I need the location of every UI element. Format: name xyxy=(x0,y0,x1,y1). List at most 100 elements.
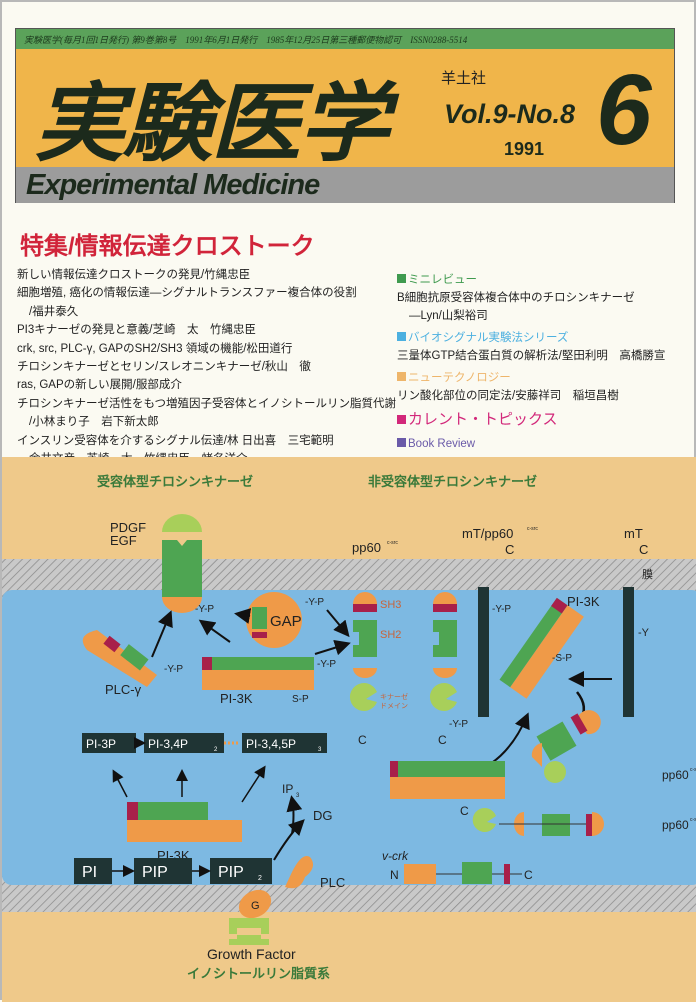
square-bullet-icon xyxy=(397,415,406,424)
label-plc-gamma: PLC-γ xyxy=(105,682,142,697)
label-c-src: c-src xyxy=(387,540,398,546)
section-book-review: Book Review xyxy=(397,435,696,453)
box-pi: PI xyxy=(74,858,112,884)
label-c: C xyxy=(524,868,533,882)
pi3k-diagonal xyxy=(499,597,584,699)
label-mt: mT xyxy=(624,526,643,541)
issue-month: 6 xyxy=(596,54,652,166)
label-c: C xyxy=(460,804,469,818)
square-bullet-icon xyxy=(397,332,406,341)
section-item: 三量体GTP結合蛋白質の解析法/堅田利明 高橋勝宣 xyxy=(397,350,666,362)
growth-factor-receptor xyxy=(229,918,269,945)
label-c-src: c-src xyxy=(527,526,538,532)
svg-text:PI: PI xyxy=(82,864,97,881)
label-yp: -Y-P xyxy=(317,659,336,670)
article: crk, src, PLC-γ, GAPのSH2/SH3 領域の機能/松田道行 xyxy=(17,342,293,355)
middle-t-antigen-2 xyxy=(623,587,634,717)
volume-number: Vol.9-No.8 xyxy=(444,99,576,129)
english-title-band: Experimental Medicine xyxy=(16,167,674,203)
svg-text:PIP: PIP xyxy=(142,864,168,881)
heading-receptor-tk: 受容体型チロシンキナーゼ xyxy=(97,474,253,489)
box-pip: PIP xyxy=(134,858,192,884)
pi3k-complex-right xyxy=(390,761,505,799)
box-pi-3p: PI-3P xyxy=(82,733,136,753)
section-label: バイオシグナル実験法シリーズ xyxy=(408,332,569,344)
receptor xyxy=(162,540,202,597)
magazine-title: 実験医学 xyxy=(34,76,389,172)
ligand xyxy=(162,514,202,532)
label-pp60: pp60 xyxy=(662,818,689,832)
label-domain: ドメイン xyxy=(380,703,408,710)
regular-sections: ミニレビュー B細胞抗原受容体複合体中のチロシンキナーゼ ―Lyn/山梨裕司 バ… xyxy=(397,267,696,453)
label-c-src: c-src xyxy=(690,767,696,773)
imprint-line: 実験医学(毎月1回1日発行) 第9巻第8号 1991年6月1日発行 1985年1… xyxy=(16,29,674,49)
section-item: リン酸化部位の同定法/安藤祥司 稲垣昌樹 xyxy=(397,390,619,402)
section-current-topics: カレント・トピックス xyxy=(397,411,696,429)
section-biosignal: バイオシグナル実験法シリーズ xyxy=(397,329,696,347)
publisher: 羊土社 xyxy=(441,70,487,87)
masthead: 実験医学(毎月1回1日発行) 第9巻第8号 1991年6月1日発行 1985年1… xyxy=(15,28,675,203)
label-yp: -Y-P xyxy=(449,719,468,730)
svg-text:2: 2 xyxy=(258,875,262,882)
article: ras, GAPの新しい展開/服部成介 xyxy=(17,379,182,392)
section-mini-review: ミニレビュー xyxy=(397,271,696,289)
label-pp60: pp60 xyxy=(662,768,689,782)
square-bullet-icon xyxy=(397,372,406,381)
label-inositol-phospholipid: イノシトールリン脂質系 xyxy=(187,966,330,981)
label-egf: EGF xyxy=(110,533,137,548)
svg-text:PI-3P: PI-3P xyxy=(86,737,116,751)
svg-text:PI-3,4,5P: PI-3,4,5P xyxy=(246,737,296,751)
heading-nonreceptor-tk: 非受容体型チロシンキナーゼ xyxy=(368,474,537,489)
label-v-crk: v-crk xyxy=(382,849,409,863)
label-kinase: キナーゼ xyxy=(380,692,408,701)
article: インスリン受容体を介するシグナル伝達/林 日出喜 三宅範明 xyxy=(17,434,334,447)
pp60-linear xyxy=(472,808,604,836)
pp60-inactive xyxy=(531,710,601,783)
title-band: 実験医学 羊土社 Vol.9-No.8 1991 6 xyxy=(16,49,674,172)
label-g: G xyxy=(251,900,260,912)
pp60-c-src-2 xyxy=(429,592,457,711)
v-crk xyxy=(404,862,522,884)
section-new-technology: ニューテクノロジー xyxy=(397,369,696,387)
pp60-c-src-1 xyxy=(349,592,377,711)
article: チロシンキナーゼ活性をもつ増殖因子受容体とイノシトールリン脂質代謝 xyxy=(17,397,397,410)
label-mt-pp60: mT/pp60 xyxy=(462,526,513,541)
label-sh2: SH2 xyxy=(380,629,401,641)
label-sp: S-P xyxy=(292,694,309,705)
section-label: ミニレビュー xyxy=(408,274,477,286)
plc-gamma xyxy=(82,630,157,687)
label-growth-factor: Growth Factor xyxy=(207,946,296,962)
article-author: /福井泰久 xyxy=(29,305,79,318)
svg-text:PIP: PIP xyxy=(218,864,244,881)
pi3k-catalytic xyxy=(202,670,314,690)
feature-title: 特集/情報伝達クロストーク xyxy=(20,233,315,260)
label-pp60: pp60 xyxy=(352,540,381,555)
article-author: /小林まり子 岩下新太郎 xyxy=(29,416,159,429)
section-label: カレント・トピックス xyxy=(408,411,558,428)
label-sh3: SH3 xyxy=(380,599,401,611)
label-y: -Y xyxy=(638,627,650,639)
label-sp: -S-P xyxy=(552,653,572,664)
receptor-kinase xyxy=(162,597,202,613)
svg-text:3: 3 xyxy=(318,747,322,753)
year: 1991 xyxy=(504,139,545,159)
g-protein xyxy=(238,889,272,919)
signaling-diagram: 受容体型チロシンキナーゼ 非受容体型チロシンキナーゼ PDGF EGF -Y-P… xyxy=(2,457,696,1002)
label-yp: -Y-P xyxy=(195,604,214,615)
article: チロシンキナーゼとセリン/スレオニンキナーゼ/秋山 徹 xyxy=(17,361,311,374)
svg-text:PI-3,4P: PI-3,4P xyxy=(148,737,188,751)
label-c: C xyxy=(438,733,447,747)
box-pi-345p3: PI-3,4,5P 3 xyxy=(242,733,327,753)
pi3k-regulatory xyxy=(202,657,314,670)
label-c: C xyxy=(358,733,367,747)
label-c: C xyxy=(505,542,514,557)
section-label: ニューテクノロジー xyxy=(408,372,511,384)
label-c: C xyxy=(639,542,648,557)
label-gap: GAP xyxy=(270,613,302,630)
box-pip2: PIP 2 xyxy=(210,858,272,884)
label-yp: -Y-P xyxy=(492,604,511,615)
feature-articles: 新しい情報伝達クロストークの発見/竹縄忠臣 細胞増殖, 癌化の情報伝達―シグナル… xyxy=(17,266,397,468)
plc xyxy=(285,856,314,889)
pi3k-complex-lower xyxy=(127,802,242,842)
square-bullet-icon xyxy=(397,438,406,447)
